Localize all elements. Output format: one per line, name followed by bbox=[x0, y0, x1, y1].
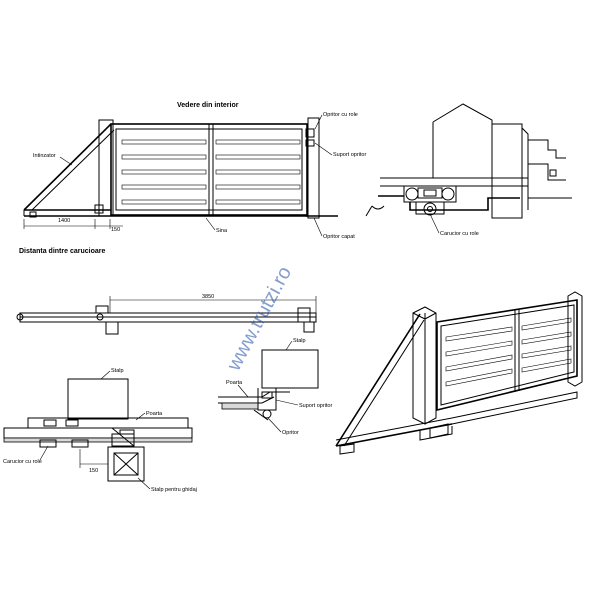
post-a bbox=[67, 378, 129, 420]
gate-slats bbox=[121, 139, 301, 205]
interior-view: Vedere din interior bbox=[19, 102, 366, 255]
dim-3850-text: 3850 bbox=[202, 294, 214, 300]
carriage-detail: Carucior cu role bbox=[365, 103, 572, 237]
dim-150-bottom-text: 150 bbox=[89, 468, 98, 474]
label-carucior-cu-role-top: Carucior cu role bbox=[440, 231, 479, 237]
label-suport-opritor-b: Suport opritor bbox=[299, 403, 332, 409]
label-poarta-a: Poarta bbox=[146, 411, 163, 417]
dim-1400-text: 1400 bbox=[58, 218, 70, 224]
perspective-view bbox=[335, 291, 583, 455]
label-suport-opritor: Suport opritor bbox=[333, 152, 366, 158]
post-b bbox=[261, 349, 319, 389]
stopper-support-detail: Stalp Poarta Suport opritor Opritor bbox=[218, 338, 332, 436]
perspective-slats bbox=[445, 317, 572, 387]
label-opritor-cu-role: Opritor cu role bbox=[323, 112, 358, 118]
gate-frame bbox=[23, 119, 320, 218]
label-stalp-b: Stalp bbox=[293, 338, 306, 344]
label-carucior-cu-role-bottom: Carucior cu role bbox=[3, 459, 42, 465]
label-opritor: Opritor bbox=[282, 430, 299, 436]
label-stalp-a: Stalp bbox=[111, 368, 124, 374]
label-sina: Sina bbox=[216, 228, 228, 234]
dim-150-top-text: 150 bbox=[111, 227, 120, 233]
label-opritor-capat: Opritor capat bbox=[323, 234, 355, 240]
top-plan-view: 3850 bbox=[16, 294, 317, 335]
end-post bbox=[307, 117, 320, 219]
label-poarta-b: Poarta bbox=[226, 380, 243, 386]
label-intinzator: Intinzator bbox=[33, 153, 56, 159]
label-stalp-pentru-ghidaj: Stalp pentru ghidaj bbox=[151, 487, 197, 493]
guide-post-detail: Stalp Poarta 150 Carucior cu role Stalp … bbox=[3, 368, 197, 493]
drawing-title: Vedere din interior bbox=[177, 102, 239, 109]
dimension-1400: 1400 150 bbox=[23, 218, 123, 233]
drawing-subtitle: Distanta dintre carucioare bbox=[19, 248, 105, 255]
